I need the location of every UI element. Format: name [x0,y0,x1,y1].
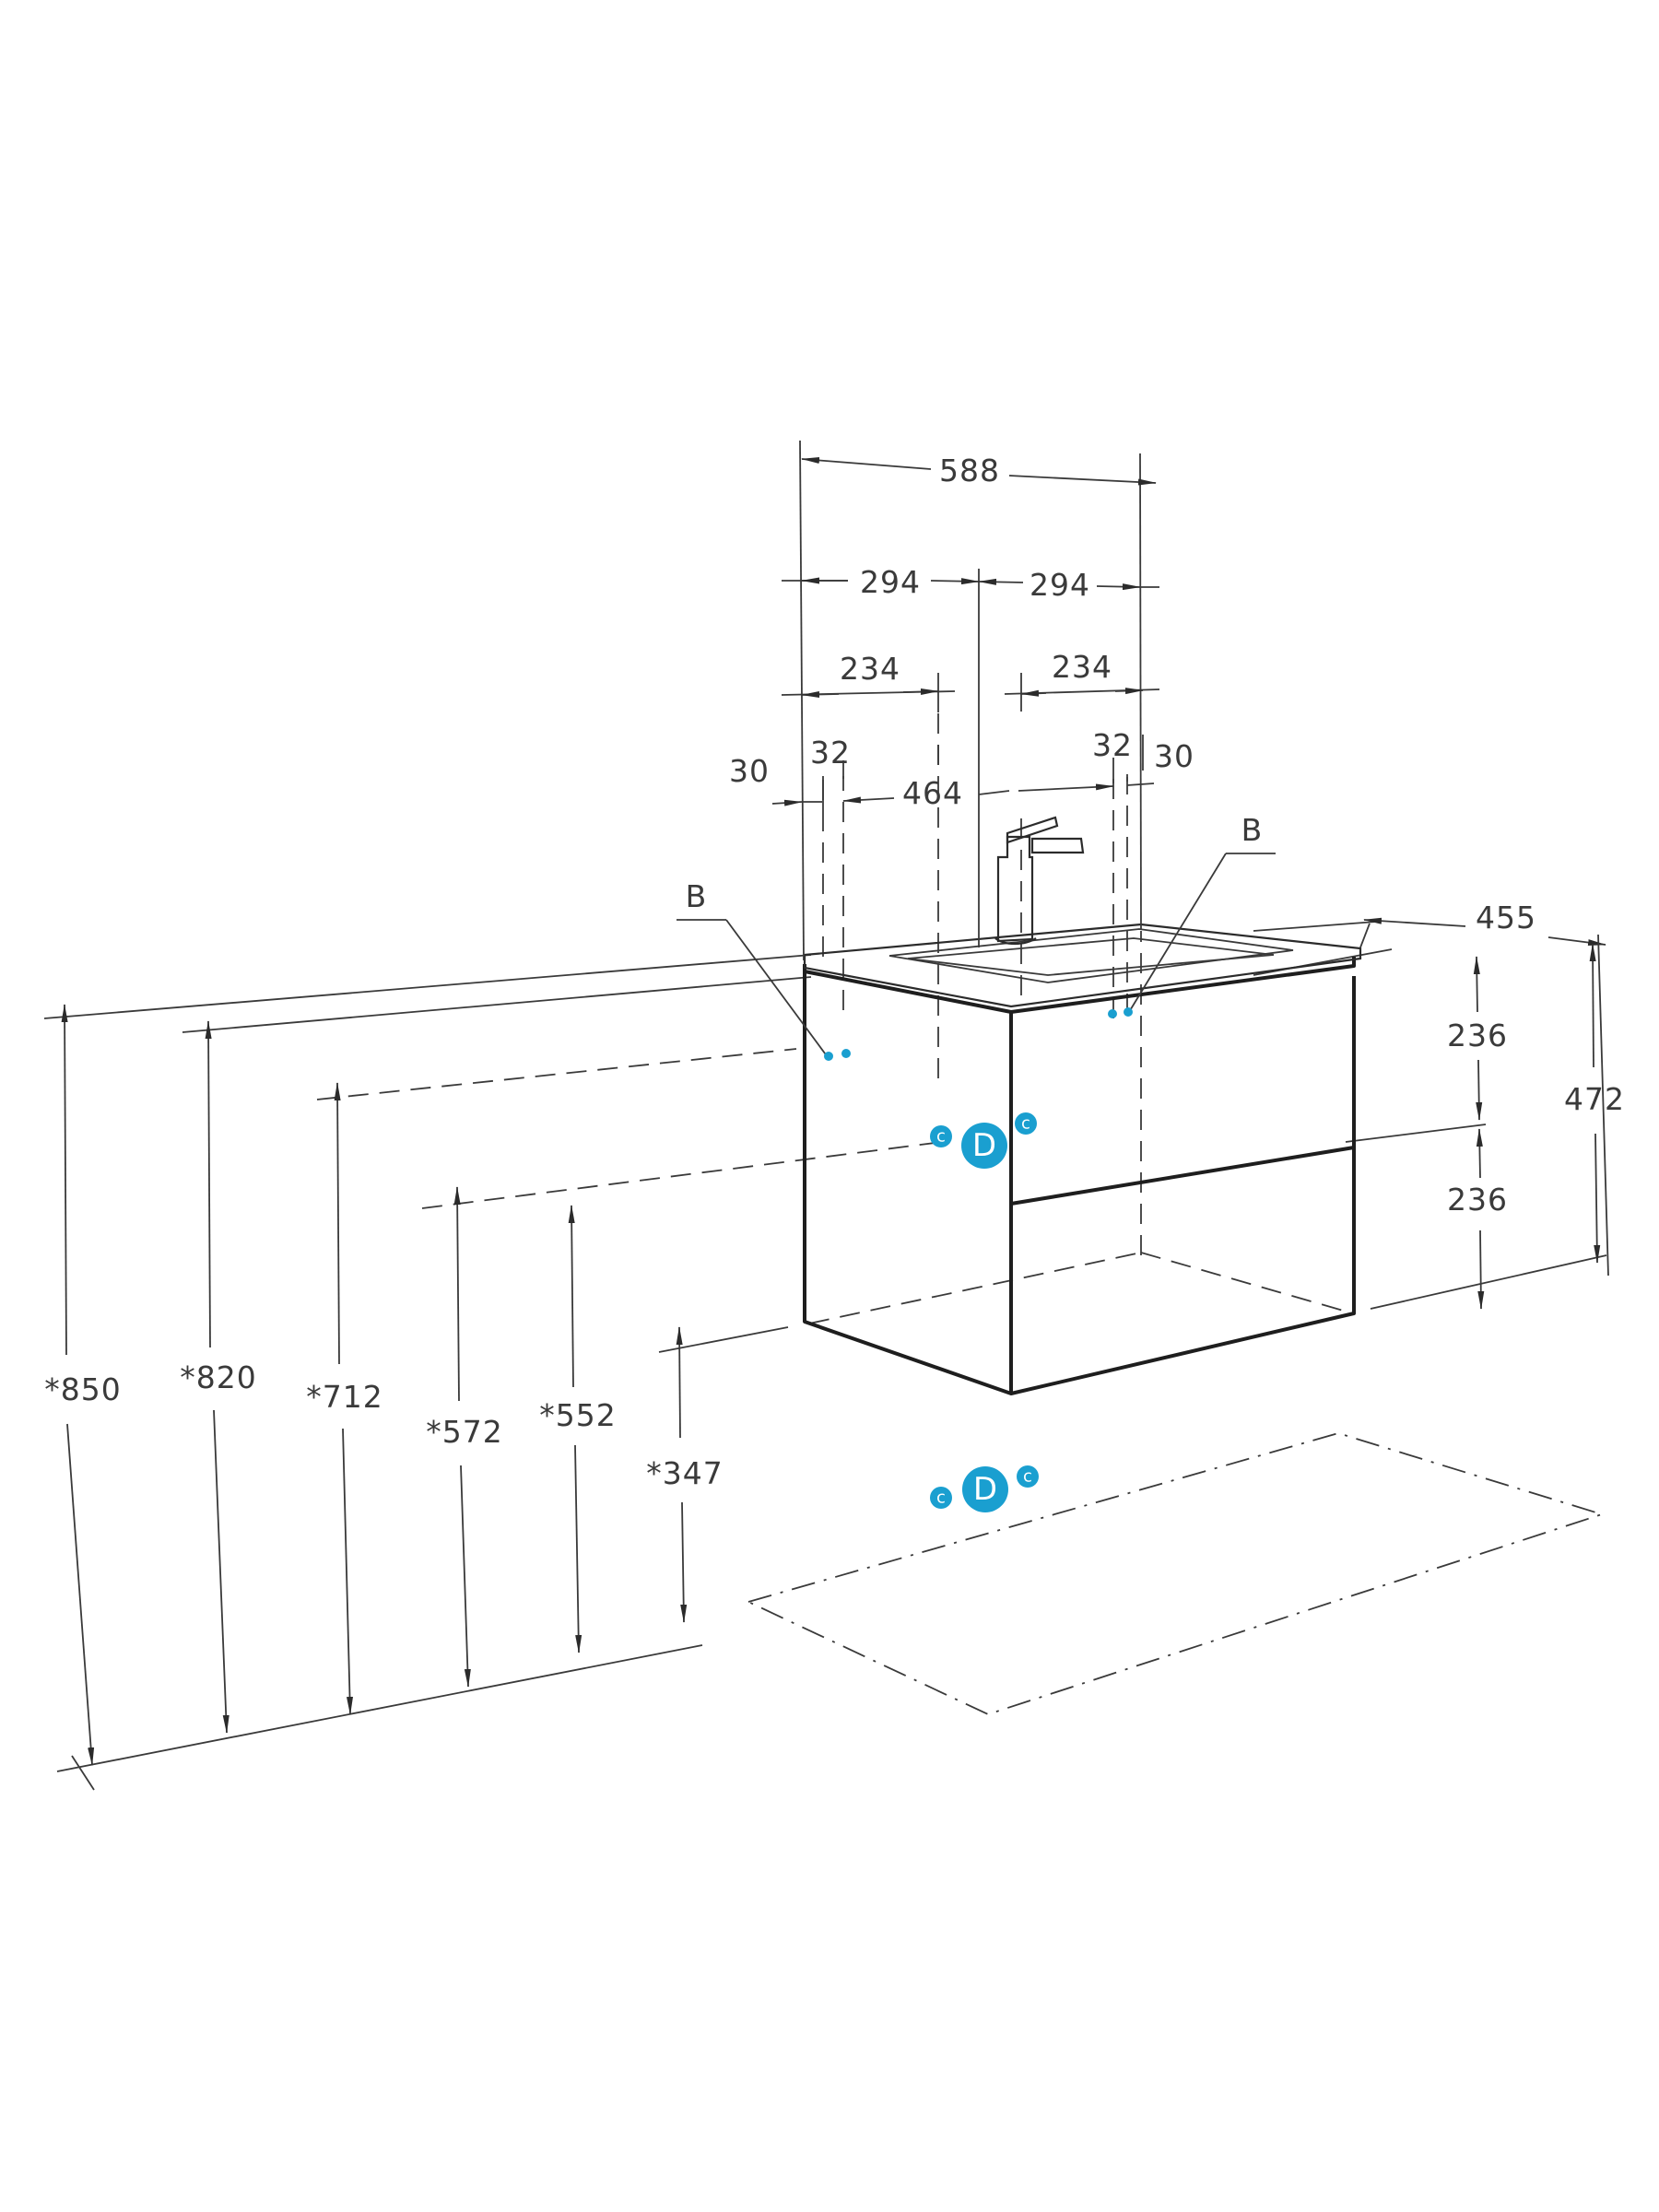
width-half-right-label: 294 [1030,567,1090,603]
callout-left: B [677,878,851,1061]
edge-right-label: 30 [1154,738,1194,774]
drawer-top-height-label: 236 [1447,1018,1508,1053]
floor-connections: c D c [930,1465,1039,1512]
width-total-label: 588 [939,453,1000,488]
connection-point [1124,1007,1133,1017]
wall-lines [43,921,1607,1772]
cold-water-icon [930,1487,952,1509]
floor-footprint [746,1432,1605,1715]
cabinet-height-label: 472 [1564,1081,1625,1117]
width-dimensions [771,440,1160,961]
floor-height-572-label: *572 [426,1414,503,1450]
basin [803,923,1362,1008]
edge-left-label: 30 [729,753,770,789]
connection-point [1108,1009,1117,1018]
connection-point [841,1049,851,1058]
svg-text:c: c [936,1488,946,1508]
floor-height-552-label: *552 [539,1397,617,1433]
floor-height-dimensions [61,1004,688,1791]
width-span-label: 464 [902,775,963,811]
width-inner-right-label: 234 [1052,649,1112,685]
floor-height-820-label: *820 [180,1359,257,1395]
drawer-bottom-height-label: 236 [1447,1182,1508,1218]
width-inner-left-label: 234 [840,651,900,687]
floor-height-712-label: *712 [306,1379,383,1415]
wall-connections: c D c [930,1112,1037,1169]
cold-water-icon [930,1125,952,1147]
svg-text:c: c [1023,1467,1032,1487]
height-dimensions [1473,943,1601,1310]
hot-water-icon [1017,1465,1039,1488]
hole-right-label: 32 [1092,727,1133,763]
faucet-icon [994,816,1085,946]
callout-right-label: B [1241,812,1263,848]
depth-dimension [1359,917,1609,1277]
svg-text:D: D [973,1471,997,1508]
depth-label: 455 [1476,900,1536,935]
floor-height-347-label: *347 [646,1455,724,1491]
svg-text:c: c [1021,1114,1030,1134]
drain-icon [962,1466,1008,1512]
hot-water-icon [1015,1112,1037,1135]
svg-text:c: c [936,1127,946,1147]
hole-left-label: 32 [810,735,851,771]
floor-height-850-label: *850 [44,1371,122,1407]
callout-left-label: B [686,878,707,914]
callout-right: B [1108,812,1276,1018]
connection-point [824,1052,833,1061]
svg-text:D: D [972,1127,996,1164]
width-half-left-label: 294 [860,564,921,600]
hidden-lines [316,710,1354,1324]
drain-icon [961,1123,1007,1169]
cabinet [803,957,1356,1395]
